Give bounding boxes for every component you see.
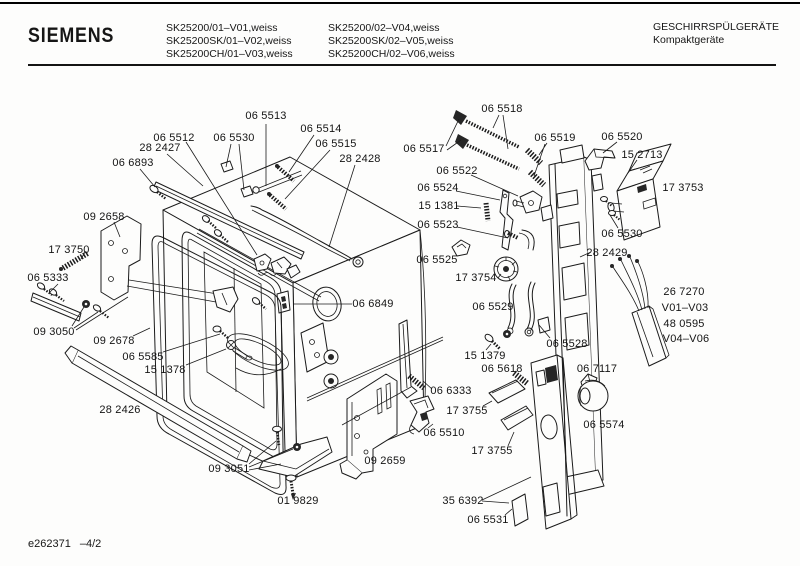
bracket-06-5520 [584,148,616,171]
pad-17-3755-a [488,379,526,404]
door-mechanism-parts [409,189,543,435]
category-subtitle: Kompaktgeräte [653,34,725,46]
knob-and-cap [577,373,609,412]
clip-06-5525 [451,239,471,257]
top-border-rule [0,2,800,4]
model-list-column-2: SK25200/02–V04,weiss SK25200SK/02–V05,we… [328,22,455,61]
door-seal-frame-09-2678 [151,235,287,495]
base-bracket-09-3051 [258,425,333,500]
fasteners-09-3050 [82,300,110,319]
screw-06-5530-c [600,196,608,202]
model-variant: SK25200/02–V04,weiss [328,22,440,34]
stud-06-5514 [276,165,296,183]
knob-06-5574 [577,380,609,412]
top-trim-strip-28-2427 [149,181,305,260]
stud-06-5515 [268,193,288,211]
rod-06-5518-a [465,119,520,149]
leader-lines [49,114,638,516]
siemens-logo: SIEMENS [28,24,115,47]
model-variant: SK25200/01–V01,weiss [166,22,278,34]
screw-06-5585 [212,325,222,333]
latch-06-5522 [512,190,543,214]
cover-plate-06-5531 [511,493,529,527]
channel-06-5333 [30,282,82,322]
door-lock-06-5512 [253,253,301,279]
link-straps-06-5529 [506,283,517,335]
category-title: GESCHIRRSPÜLGERÄTE [653,21,780,33]
latch-06-6849 [276,290,291,314]
hook-bracket-06-5510 [409,395,435,435]
screw-01-9829 [285,474,297,500]
document-number: e262371 [28,538,71,550]
link-strap-06-5528 [524,281,536,337]
model-variant: SK25200SK/01–V02,weiss [166,35,292,47]
spring-15-1381 [483,202,491,222]
lever-06-5524 [499,189,514,251]
screw-06-5530-d [608,210,616,216]
actuator-rods-06-6333 [306,336,444,426]
top-hardware [201,160,364,310]
wiring-harness-26-7270 [610,254,670,367]
spring-06-5519-a [524,147,544,166]
eye-bolt-06-5513 [252,186,260,194]
valve-15-1378 [226,340,253,361]
left-brackets [30,215,239,322]
pad-17-3755-b [500,405,534,431]
footer: e262371 –4/2 [28,538,101,550]
header-divider-rule [28,64,776,66]
model-variant: SK25200CH/02–V06,weiss [328,48,455,60]
spring-17-3750 [61,250,90,271]
model-variant: SK25200SK/02–V05,weiss [328,35,454,47]
page-number: –4/2 [79,538,102,550]
pulley-17-3754 [493,256,519,282]
sump-parts [212,325,253,361]
tension-rods-and-springs [453,110,547,188]
model-variant: SK25200CH/01–V03,weiss [166,48,293,60]
spring-rod-28-2428 [250,205,364,268]
base-rail-28-2426 [64,345,252,463]
screw-15-1379 [484,330,511,351]
rod-06-5518-b [466,143,520,171]
side-bracket-09-2659 [339,373,398,480]
bracket-09-2658 [100,215,239,313]
control-panel-strip-35-6392 [511,354,578,530]
timer-module-15-2713 [584,143,672,241]
spring-06-5519-b [527,169,547,188]
product-category: GESCHIRRSPÜLGERÄTE Kompaktgeräte [653,21,779,47]
model-list-column-1: SK25200/01–V01,weiss SK25200SK/01–V02,we… [166,22,293,61]
